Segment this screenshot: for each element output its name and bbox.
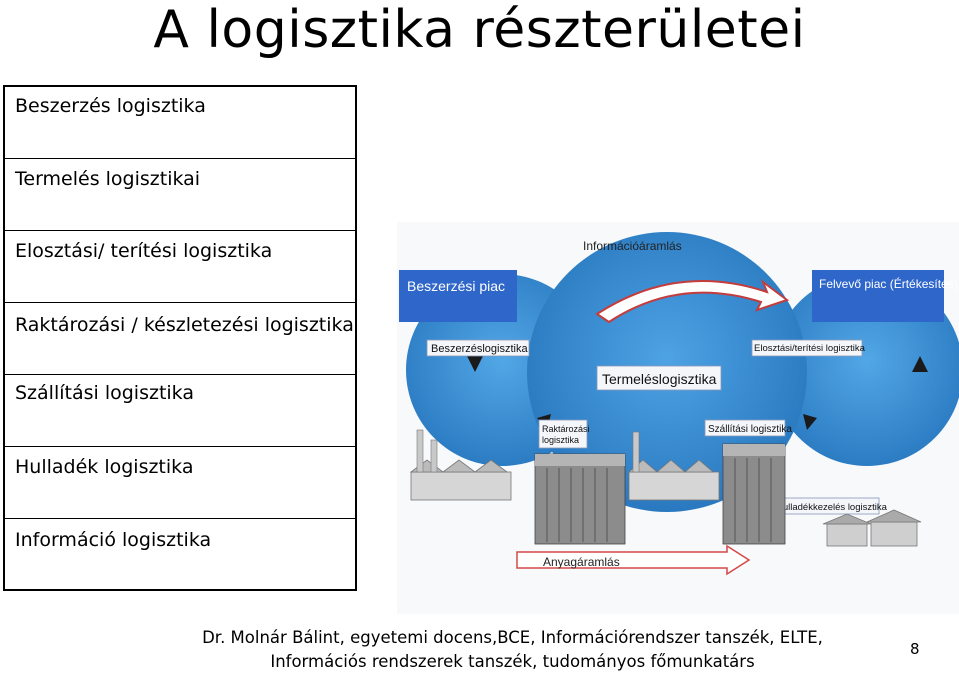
information-flow-arrow bbox=[595, 279, 790, 324]
footer-line-2: Információs rendszerek tanszék, tudomány… bbox=[270, 652, 755, 671]
warehousing-box bbox=[538, 419, 588, 449]
warehousing-label-2: logisztika bbox=[542, 435, 579, 445]
list-item: Elosztási/ terítési logisztika bbox=[5, 231, 355, 303]
supply-market-label: Beszerzési piac bbox=[407, 278, 505, 294]
footer-line-1: Dr. Molnár Bálint, egyetemi docens,BCE, … bbox=[202, 628, 823, 647]
factory-icon bbox=[409, 429, 512, 501]
transport-label: Szállítási logisztika bbox=[708, 424, 792, 435]
logistics-diagram: Információáramlás Beszerzési piac Felvev… bbox=[397, 222, 959, 614]
rotation-arrow-icon bbox=[912, 356, 928, 372]
footer: Dr. Molnár Bálint, egyetemi docens,BCE, … bbox=[150, 626, 875, 674]
supply-market-box bbox=[399, 270, 517, 322]
rotation-arrow-icon bbox=[467, 356, 483, 372]
warehousing-label-1: Raktározási bbox=[542, 424, 590, 434]
slide-title: A logisztika részterületei bbox=[153, 0, 806, 60]
distribution-label: Elosztási/terítési logisztika bbox=[754, 343, 866, 354]
factory-icon bbox=[627, 431, 720, 501]
material-flow-label: Anyagáramlás bbox=[543, 555, 620, 569]
list-item: Termelés logisztikai bbox=[5, 159, 355, 231]
production-label: Termeléslogisztika bbox=[602, 371, 717, 387]
list-item: Beszerzés logisztika bbox=[5, 87, 355, 159]
warehouse-icon bbox=[534, 453, 626, 545]
procurement-label: Beszerzéslogisztika bbox=[431, 343, 528, 355]
warehouse-icon bbox=[722, 443, 786, 545]
sales-market-text: Felvevő piac (Értékesítés) bbox=[819, 276, 958, 291]
list-item: Raktározási / készletezési logisztika bbox=[5, 303, 355, 375]
page-number: 8 bbox=[910, 640, 920, 658]
list-item: Hulladék logisztika bbox=[5, 447, 355, 519]
distribution-box bbox=[751, 339, 863, 357]
procurement-box bbox=[426, 339, 530, 357]
list-item: Szállítási logisztika bbox=[5, 375, 355, 447]
info-flow-label: Információáramlás bbox=[583, 239, 682, 253]
material-flow-arrow bbox=[516, 544, 751, 576]
sales-market-label: Felvevő piac (Értékesítés) bbox=[819, 276, 958, 291]
sales-market-box bbox=[812, 270, 944, 322]
list-item: Információ logisztika bbox=[15, 529, 212, 551]
transport-box bbox=[704, 419, 786, 437]
houses-icon bbox=[822, 509, 922, 547]
sales-circle bbox=[771, 274, 959, 466]
logistics-area-list: Beszerzés logisztika Termelés logisztika… bbox=[3, 85, 357, 591]
waste-label: Hulladékkezelés logisztika bbox=[776, 502, 888, 513]
production-box bbox=[596, 365, 722, 391]
rotation-arrow-icon bbox=[803, 414, 817, 430]
